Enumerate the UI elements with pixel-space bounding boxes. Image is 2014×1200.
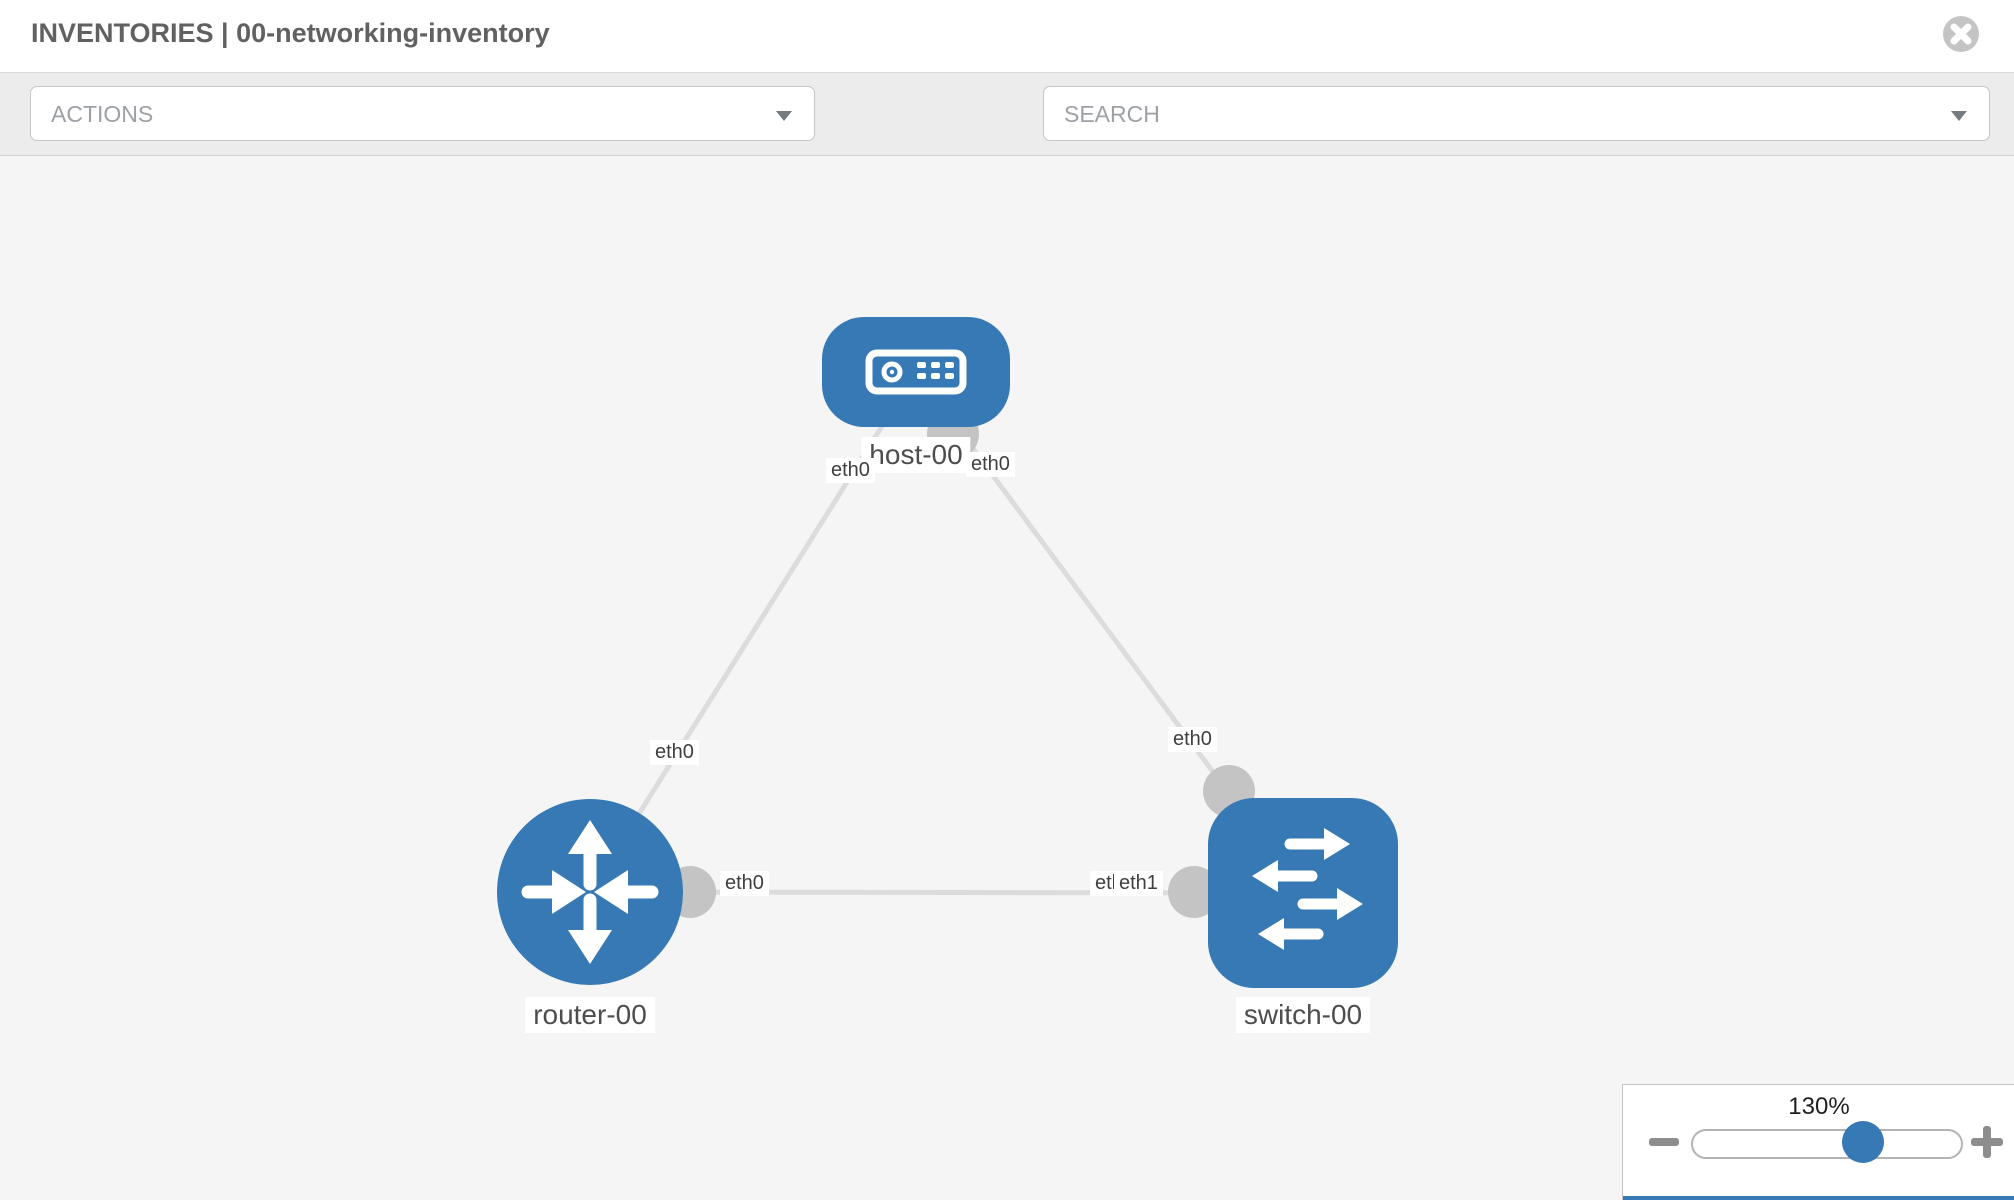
- page-title: INVENTORIES | 00-networking-inventory: [31, 18, 550, 48]
- interface-label: eth0: [650, 740, 699, 765]
- close-icon: [1943, 16, 1979, 52]
- zoom-control-panel: 130%: [1622, 1084, 2014, 1200]
- zoom-level-label: 130%: [1788, 1093, 1850, 1120]
- actions-dropdown[interactable]: ACTIONS: [30, 86, 815, 141]
- zoom-slider-track[interactable]: [1691, 1129, 1963, 1159]
- bottom-accent-bar: [1623, 1196, 2014, 1200]
- plus-icon: [1983, 1126, 1991, 1158]
- node-switch-00[interactable]: [1208, 798, 1398, 988]
- topology-canvas[interactable]: host-00 router-00 switch-00 eth0 eth0 et…: [0, 156, 2014, 1200]
- interface-dot-switch-left: [1168, 866, 1220, 918]
- header: INVENTORIES | 00-networking-inventory: [0, 0, 2014, 73]
- chevron-down-icon: [776, 111, 792, 121]
- switch-icon: [1252, 828, 1363, 950]
- zoom-out-button[interactable]: [1649, 1138, 1679, 1146]
- host-icon: [865, 349, 967, 395]
- interface-label: eth0: [720, 871, 769, 896]
- zoom-slider-thumb[interactable]: [1842, 1121, 1884, 1163]
- interface-label: eth0: [1168, 727, 1217, 752]
- search-dropdown[interactable]: SEARCH: [1043, 86, 1990, 141]
- router-icon: [521, 820, 659, 964]
- node-label-switch: switch-00: [1235, 997, 1371, 1033]
- interface-label: eth0: [826, 458, 875, 483]
- chevron-down-icon: [1951, 111, 1967, 121]
- interface-label: eth1: [1114, 871, 1163, 896]
- node-label-host: host-00: [861, 437, 971, 473]
- actions-dropdown-label: ACTIONS: [51, 101, 154, 127]
- node-host-00[interactable]: [822, 317, 1010, 427]
- search-dropdown-label: SEARCH: [1064, 101, 1160, 127]
- zoom-in-button[interactable]: [1971, 1126, 2003, 1158]
- interface-label: eth0: [966, 452, 1015, 477]
- toolbar: ACTIONS SEARCH: [0, 73, 2014, 200]
- node-router-00[interactable]: [497, 799, 683, 985]
- node-label-router: router-00: [525, 997, 655, 1033]
- close-button[interactable]: [1942, 15, 1980, 53]
